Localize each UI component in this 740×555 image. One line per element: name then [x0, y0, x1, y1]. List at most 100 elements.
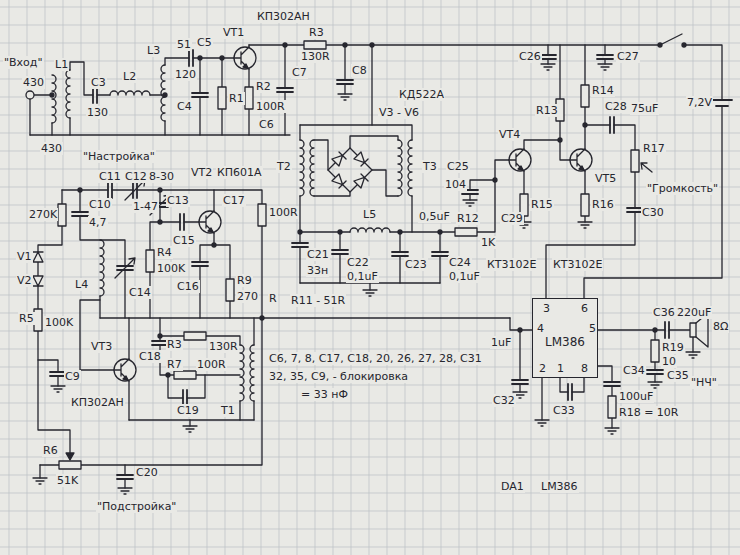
component-label: R19: [661, 341, 685, 354]
transistor-leads: [114, 359, 129, 381]
component-label: R16: [591, 198, 615, 211]
wire: [184, 221, 199, 222]
resistor-symbol: [34, 309, 42, 331]
wire: [253, 401, 254, 420]
wire: [584, 45, 585, 85]
grid-line: [171, 0, 172, 555]
grid-line: [0, 547, 740, 548]
grid-line: [0, 7, 740, 8]
wire: [29, 99, 30, 135]
component-label: 3: [542, 302, 551, 315]
transistor-symbol: [570, 149, 592, 171]
capacitor-symbol: [568, 384, 572, 400]
component-label: КТ3102Е: [486, 258, 537, 271]
coil-symbol: [52, 75, 56, 123]
wire: [39, 465, 40, 478]
grid-line: [0, 421, 740, 422]
wire: [369, 283, 370, 290]
component-label: L1: [54, 58, 69, 71]
wire: [399, 232, 400, 252]
wire: [559, 45, 560, 99]
component-label: C35: [666, 369, 690, 382]
wire: [253, 318, 254, 345]
component-label: 33н: [306, 264, 329, 277]
wiper-arrow: [641, 163, 652, 172]
component-label: C26: [518, 50, 542, 63]
wire: [585, 124, 610, 125]
speaker-symbol: [690, 323, 696, 337]
circuit: [26, 34, 732, 494]
diode-symbol: [33, 276, 43, 286]
component-label: LM386: [540, 480, 579, 493]
wire: [660, 34, 682, 45]
transistor-symbol: [114, 359, 136, 381]
grid-line: [297, 0, 298, 555]
wire: [328, 148, 372, 192]
diode-bar: [339, 152, 346, 159]
junction-dot: [658, 43, 662, 47]
component-label: C16: [176, 280, 200, 293]
wire: [128, 381, 129, 420]
component-label: КД522А: [398, 88, 445, 101]
wire: [61, 190, 62, 204]
capacitor-symbol: [665, 322, 669, 338]
diode-bar: [361, 159, 368, 166]
junction-dot: [158, 220, 162, 224]
coil-symbol: [408, 140, 412, 196]
resistor-symbol: [258, 204, 266, 226]
component-label: 430: [22, 76, 45, 89]
diode-bar: [339, 181, 346, 188]
ground-symbol: [183, 426, 197, 432]
component-label: 5: [588, 322, 597, 335]
wire: [248, 109, 249, 135]
ground-symbol: [648, 382, 662, 388]
resistor-symbol: [631, 150, 639, 172]
input-jack: [26, 91, 34, 99]
component-label: C24: [448, 256, 472, 269]
wire: [546, 212, 635, 298]
wire: [524, 121, 560, 149]
resistor-symbol: [146, 250, 154, 272]
component-label: L2: [122, 70, 137, 83]
diode-body: [332, 152, 346, 166]
wire: [284, 92, 285, 135]
component-label: V1: [16, 250, 33, 263]
component-label: VT5: [594, 172, 617, 185]
wire: [124, 465, 125, 475]
wire: [547, 45, 548, 55]
emitter-arrow: [579, 166, 584, 170]
junction-dot: [583, 123, 587, 127]
component-label: "Подстройка": [96, 500, 177, 513]
wire: [160, 335, 184, 336]
resistor-symbol: [581, 85, 589, 107]
capacitor-symbol: [332, 250, 348, 254]
wire: [199, 58, 200, 93]
wire: [598, 366, 612, 382]
component-label: 100K: [156, 262, 186, 275]
wire: [572, 378, 584, 392]
component-label: R9: [236, 274, 253, 287]
diode-bar: [33, 251, 43, 252]
wire: [189, 420, 190, 426]
wire: [604, 45, 605, 55]
component-label: R7: [166, 358, 183, 371]
wire: [200, 245, 214, 262]
component-label: L3: [146, 44, 161, 57]
wire: [470, 180, 495, 190]
component-label: C23: [404, 258, 428, 271]
wire: [399, 256, 400, 283]
wire: [38, 360, 58, 372]
wire: [344, 45, 345, 80]
component-label: 1-47: [132, 200, 159, 213]
wire: [221, 58, 222, 87]
wire: [584, 106, 722, 298]
resistor-symbol: [184, 332, 206, 340]
component-label: C3: [90, 76, 107, 89]
wire: [99, 296, 100, 318]
component-label: C10: [88, 198, 112, 211]
component-label: 6: [580, 302, 589, 315]
component-label: R4: [156, 246, 173, 259]
resistor-symbol: [218, 87, 226, 109]
grid-line: [0, 133, 740, 134]
